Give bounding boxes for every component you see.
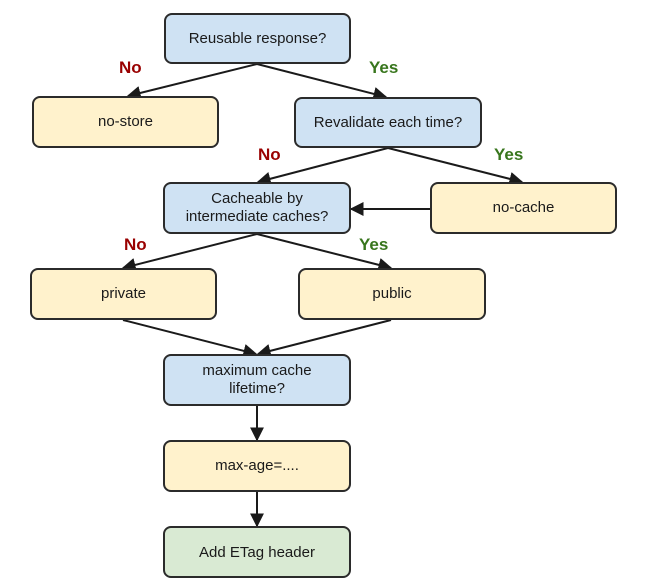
node-maximum-cache-lifetime: maximum cache lifetime? (163, 354, 351, 406)
edge-cacheable-to-private (121, 233, 258, 272)
node-no-store: no-store (32, 96, 219, 148)
edge-public-to-lifetime (256, 319, 392, 358)
edge-revalidate-to-no-cache (387, 147, 524, 186)
edge-reusable-to-revalidate (256, 63, 388, 101)
node-cacheable-by-intermediate: Cacheable by intermediate caches? (163, 182, 351, 234)
edge-revalidate-to-cacheable (256, 147, 389, 186)
label-no-cacheable: No (124, 235, 147, 254)
node-max-age: max-age=.... (163, 440, 351, 492)
edge-cacheable-to-public (256, 233, 393, 272)
node-private: private (30, 268, 217, 320)
label-no-revalidate: No (258, 145, 281, 164)
label-no-reusable: No (119, 58, 142, 77)
node-revalidate-each-time: Revalidate each time? (294, 97, 482, 148)
flowchart-connectors (121, 63, 524, 528)
node-reusable-response: Reusable response? (164, 13, 351, 64)
edge-private-to-lifetime (122, 319, 258, 358)
label-yes-revalidate: Yes (494, 145, 524, 164)
edge-reusable-to-no-store (126, 63, 258, 100)
node-public: public (298, 268, 486, 320)
node-add-etag-header: Add ETag header (163, 526, 351, 578)
label-yes-cacheable: Yes (359, 235, 389, 254)
label-yes-reusable: Yes (369, 58, 399, 77)
node-no-cache: no-cache (430, 182, 617, 234)
